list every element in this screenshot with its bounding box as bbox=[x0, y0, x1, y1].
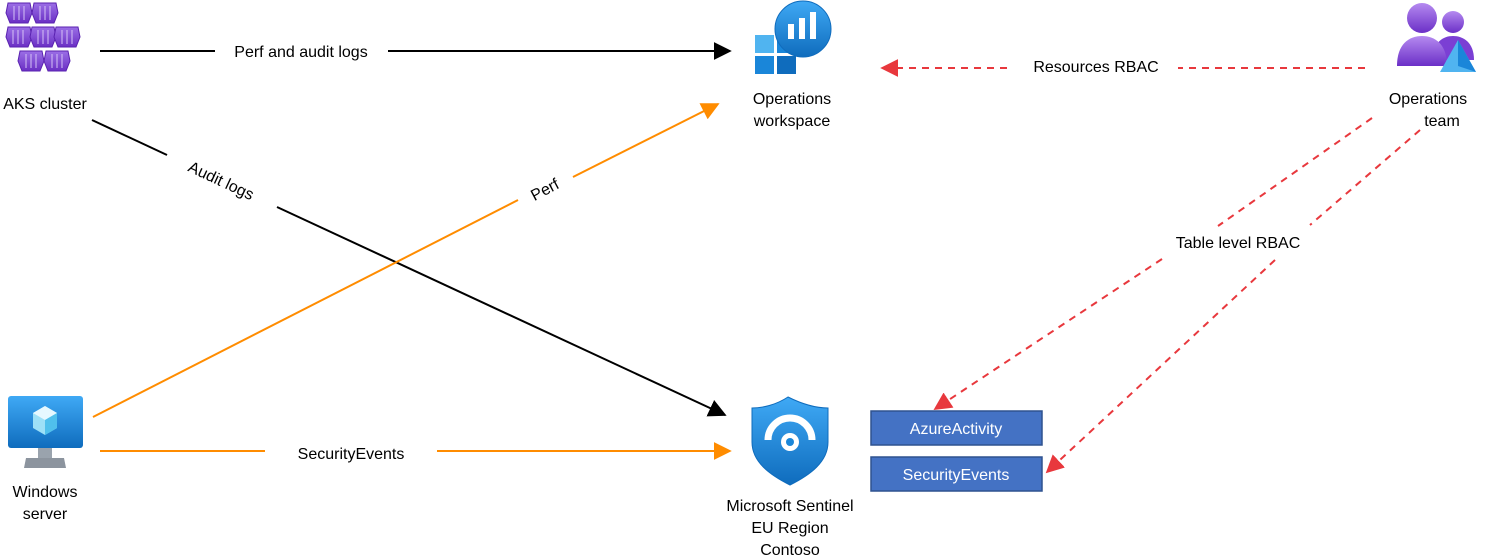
node-operations-team: Operations team bbox=[1389, 3, 1476, 130]
edge-label-resources-rbac: Resources RBAC bbox=[1033, 59, 1158, 76]
node-label-sentinel-line1: Microsoft Sentinel bbox=[726, 498, 853, 515]
edge-resources-rbac: Resources RBAC bbox=[880, 59, 1365, 77]
node-label-sentinel-line2: EU Region bbox=[751, 520, 828, 537]
edge-label-table-rbac: Table level RBAC bbox=[1176, 235, 1301, 252]
node-label-ops-team-line2: team bbox=[1424, 113, 1460, 130]
node-aks-cluster: AKS cluster bbox=[3, 2, 87, 113]
node-label-ops-team-line1: Operations bbox=[1389, 91, 1467, 108]
node-label-windows-line1: Windows bbox=[13, 484, 78, 501]
table-label-securityevents: SecurityEvents bbox=[903, 467, 1010, 484]
node-label-ops-workspace-line1: Operations bbox=[753, 91, 831, 108]
edge-table-rbac-securityevents bbox=[1045, 129, 1421, 474]
edge-label-perf: Perf bbox=[528, 176, 562, 205]
node-label-windows-line2: server bbox=[23, 506, 68, 523]
virtual-machine-icon bbox=[8, 396, 83, 468]
sentinel-shield-icon bbox=[751, 396, 829, 486]
log-analytics-workspace-icon bbox=[755, 0, 832, 74]
table-label-azureactivity: AzureActivity bbox=[910, 421, 1002, 438]
edge-label-security-events: SecurityEvents bbox=[298, 446, 405, 463]
node-windows-server: Windows server bbox=[8, 396, 83, 523]
table-azureactivity: AzureActivity bbox=[870, 410, 1043, 446]
edge-audit-logs: Audit logs bbox=[91, 119, 727, 417]
edge-label-perf-audit-logs: Perf and audit logs bbox=[234, 44, 367, 61]
user-group-icon bbox=[1397, 3, 1476, 72]
edge-table-rbac-azureactivity bbox=[933, 117, 1373, 410]
node-label-sentinel-line3: Contoso bbox=[760, 542, 820, 556]
edge-perf-audit-logs: Perf and audit logs bbox=[100, 42, 732, 61]
edge-perf: Perf bbox=[92, 103, 720, 418]
table-securityevents: SecurityEvents bbox=[870, 456, 1043, 492]
edge-label-audit-logs: Audit logs bbox=[185, 159, 256, 204]
node-microsoft-sentinel: Microsoft Sentinel EU Region Contoso bbox=[726, 396, 854, 556]
node-label-ops-workspace-line2: workspace bbox=[753, 113, 831, 130]
kubernetes-cluster-icon bbox=[5, 2, 81, 72]
edge-security-events: SecurityEvents bbox=[100, 442, 732, 463]
node-operations-workspace: Operations workspace bbox=[753, 0, 832, 130]
node-label-aks-cluster: AKS cluster bbox=[3, 96, 87, 113]
